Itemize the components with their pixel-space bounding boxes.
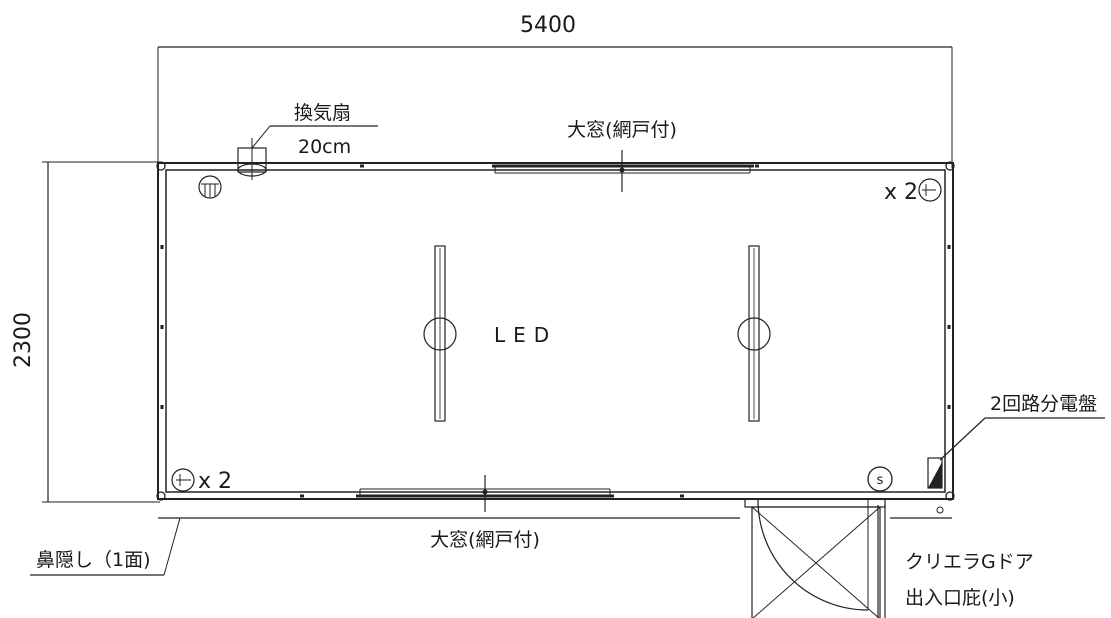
- window-bottom: 大窓(網戸付): [356, 475, 614, 551]
- led-light-left: [423, 245, 457, 422]
- width-dimension-label: 5400: [520, 13, 576, 38]
- corner-post: [945, 491, 955, 501]
- building-outline: [156, 161, 955, 501]
- door: [744, 498, 886, 618]
- outlet-bottom-left: x 2: [171, 468, 232, 494]
- outlet-icon: [918, 178, 942, 202]
- height-dimension-label: 2300: [11, 312, 36, 368]
- outlet-icon: [171, 468, 195, 492]
- window-bottom-label: 大窓(網戸付): [430, 529, 540, 551]
- ventilation-fan: 換気扇 20cm: [237, 102, 378, 180]
- width-dimension: 5400: [157, 13, 953, 168]
- door-type-label: クリエラGドア: [905, 551, 1034, 573]
- window-top-label: 大窓(網戸付): [567, 119, 677, 141]
- awning-label: 鼻隠し（1面): [36, 549, 151, 571]
- led-light-right: [737, 245, 771, 422]
- outlet-bottom-count: x 2: [198, 469, 232, 494]
- height-dimension: 2300: [11, 161, 160, 503]
- led-label: LED: [494, 323, 557, 347]
- corner-post: [156, 491, 166, 501]
- fan-size-label: 20cm: [298, 136, 351, 158]
- distribution-panel: 2回路分電盤: [927, 393, 1105, 489]
- panel-label: 2回路分電盤: [990, 393, 1097, 415]
- fan-title-label: 換気扇: [294, 102, 351, 124]
- outlet-top-count: x 2: [884, 180, 918, 205]
- switch-icon: s: [867, 466, 893, 492]
- corner-post: [156, 161, 166, 171]
- door-eave-label: 出入口庇(小): [905, 587, 1015, 609]
- awning: 鼻隠し（1面): [30, 506, 952, 576]
- switch-label: s: [877, 473, 884, 488]
- outlet-top-right: x 2: [884, 178, 942, 205]
- corner-post: [945, 161, 955, 171]
- ceiling-light-icon: [198, 175, 222, 199]
- window-top: 大窓(網戸付): [492, 119, 754, 192]
